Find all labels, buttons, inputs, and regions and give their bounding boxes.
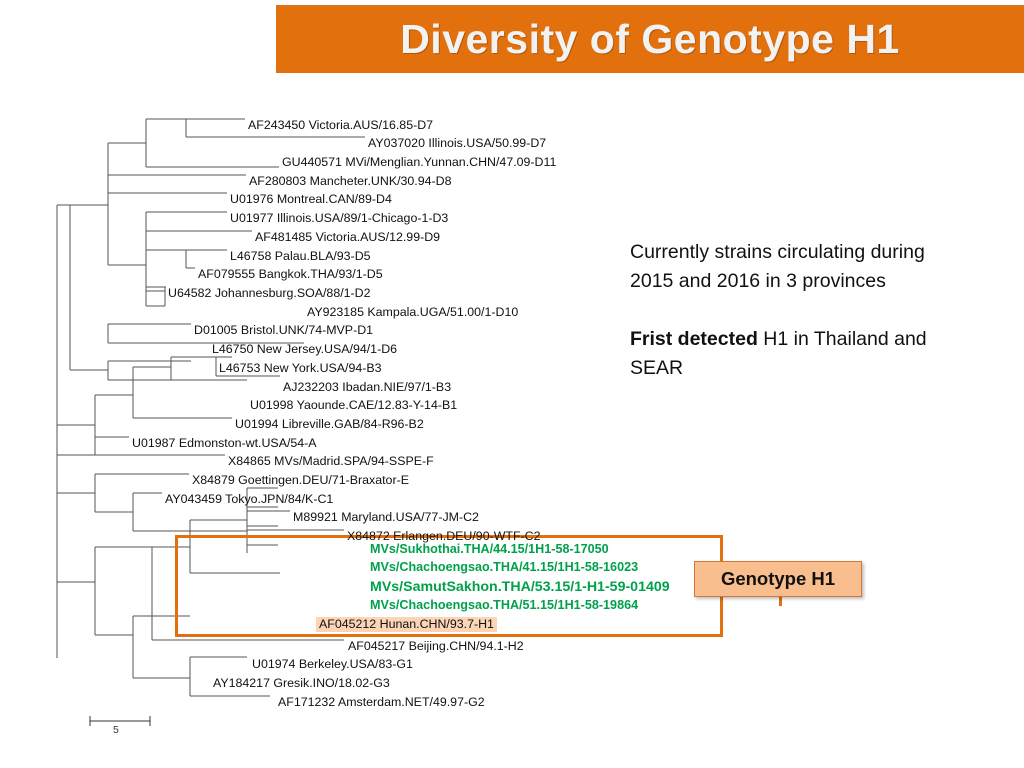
taxon-label: AF280803 Mancheter.UNK/30.94-D8 bbox=[249, 174, 452, 188]
sidenote-line-3: Frist detected H1 in Thailand and bbox=[630, 325, 1002, 354]
hunan-highlighted-label: AF045212 Hunan.CHN/93.7-H1 bbox=[316, 617, 497, 633]
taxon-label: U01974 Berkeley.USA/83-G1 bbox=[252, 657, 413, 671]
slide-title-bar: Diversity of Genotype H1 bbox=[276, 5, 1024, 73]
thai-strain-label: MVs/Chachoengsao.THA/41.15/1H1-58-16023 bbox=[370, 560, 639, 574]
sidenote-text: Currently strains circulating during 201… bbox=[630, 238, 1002, 383]
taxon-label: AY184217 Gresik.INO/18.02-G3 bbox=[213, 676, 390, 690]
taxon-label: U64582 Johannesburg.SOA/88/1-D2 bbox=[168, 286, 371, 300]
taxon-label: AY923185 Kampala.UGA/51.00/1-D10 bbox=[307, 305, 519, 319]
taxon-label: AY037020 Illinois.USA/50.99-D7 bbox=[368, 136, 547, 150]
taxon-label: L46758 Palau.BLA/93-D5 bbox=[230, 249, 371, 263]
badge-connector bbox=[779, 597, 782, 606]
taxon-label: AF171232 Amsterdam.NET/49.97-G2 bbox=[278, 695, 485, 709]
sidenote-bold-lead: Frist detected bbox=[630, 328, 758, 350]
scale-bar bbox=[89, 716, 151, 726]
taxon-label: AJ232203 Ibadan.NIE/97/1-B3 bbox=[283, 380, 452, 394]
taxon-label: L46750 New Jersey.USA/94/1-D6 bbox=[212, 342, 398, 356]
thai-strain-label: MVs/SamutSakhon.THA/53.15/1-H1-59-01409 bbox=[370, 579, 670, 595]
taxon-label: U01976 Montreal.CAN/89-D4 bbox=[230, 192, 392, 206]
taxon-label: U01987 Edmonston-wt.USA/54-A bbox=[132, 436, 317, 450]
taxon-label: X84872 Erlangen.DEU/90-WTF-C2 bbox=[347, 529, 541, 543]
sidenote-line-4: SEAR bbox=[630, 357, 684, 379]
taxon-label: U01977 Illinois.USA/89/1-Chicago-1-D3 bbox=[230, 211, 449, 225]
genotype-h1-badge-label: Genotype H1 bbox=[720, 568, 836, 589]
genotype-h1-badge: Genotype H1 bbox=[694, 561, 862, 597]
taxon-label: AY043459 Tokyo.JPN/84/K-C1 bbox=[165, 492, 334, 506]
taxon-label: L46753 New York.USA/94-B3 bbox=[219, 361, 382, 375]
sidenote-line-2: 2015 and 2016 in 3 provinces bbox=[630, 270, 886, 292]
taxon-label: AF243450 Victoria.AUS/16.85-D7 bbox=[248, 118, 434, 132]
taxon-label: GU440571 MVi/Menglian.Yunnan.CHN/47.09-D… bbox=[282, 155, 557, 169]
phylogenetic-tree bbox=[56, 118, 365, 697]
taxon-label: U01994 Libreville.GAB/84-R96-B2 bbox=[235, 417, 424, 431]
thai-strain-label: MVs/Sukhothai.THA/44.15/1H1-58-17050 bbox=[370, 542, 609, 556]
taxon-label: M89921 Maryland.USA/77-JM-C2 bbox=[293, 510, 479, 524]
taxon-label: AF045217 Beijing.CHN/94.1-H2 bbox=[348, 639, 524, 653]
taxon-label: U01998 Yaounde.CAE/12.83-Y-14-B1 bbox=[250, 398, 458, 412]
sidenote-line-3-rest: H1 in Thailand and bbox=[757, 328, 927, 350]
taxon-label: AF481485 Victoria.AUS/12.99-D9 bbox=[255, 230, 441, 244]
taxon-label: AF079555 Bangkok.THA/93/1-D5 bbox=[198, 267, 383, 281]
taxon-label: D01005 Bristol.UNK/74-MVP-D1 bbox=[194, 323, 374, 337]
sidenote-line-1: Currently strains circulating during bbox=[630, 241, 925, 263]
taxon-label: X84865 MVs/Madrid.SPA/94-SSPE-F bbox=[228, 454, 434, 468]
page-title: Diversity of Genotype H1 bbox=[400, 15, 900, 62]
scale-bar-value: 5 bbox=[113, 724, 119, 736]
thai-strain-label: MVs/Chachoengsao.THA/51.15/1H1-58-19864 bbox=[370, 598, 639, 612]
taxon-label: X84879 Goettingen.DEU/71-Braxator-E bbox=[192, 473, 409, 487]
sidenote-spacer bbox=[630, 296, 1002, 325]
